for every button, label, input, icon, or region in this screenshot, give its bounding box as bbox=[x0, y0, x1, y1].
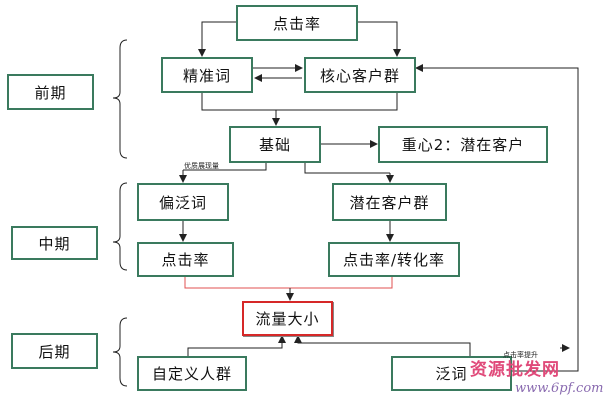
connector-lines bbox=[112, 21, 579, 387]
annotation-quality-score: 优质展现量 bbox=[184, 162, 219, 170]
node-precise-words: 精准词 bbox=[161, 57, 253, 93]
annotation-ctr-boost: 点击率提升 bbox=[503, 351, 538, 359]
node-top-ctr: 点击率 bbox=[236, 5, 358, 41]
watermark-title: 资源批发网 bbox=[470, 360, 560, 380]
node-general-words-label: 泛词 bbox=[435, 365, 468, 383]
arrow-general-to-traffic bbox=[294, 335, 471, 356]
node-broad-words: 偏泛词 bbox=[137, 183, 229, 221]
phase-late-label: 后期 bbox=[38, 342, 71, 361]
node-general-words: 泛词 bbox=[391, 356, 512, 391]
node-broad-words-label: 偏泛词 bbox=[158, 193, 207, 212]
node-traffic-size-label: 流量大小 bbox=[255, 310, 320, 328]
line-foundation-right bbox=[304, 163, 390, 174]
node-custom-group: 自定义人群 bbox=[137, 356, 247, 391]
node-mid-ctr: 点击率 bbox=[137, 242, 234, 277]
arrow-custom-to-traffic bbox=[187, 335, 286, 356]
node-focus2-label: 重心2：潜在客户 bbox=[401, 136, 525, 154]
line-merge-to-foundation bbox=[201, 93, 398, 111]
phase-early-label: 前期 bbox=[34, 83, 67, 102]
node-custom-group-label: 自定义人群 bbox=[151, 365, 232, 383]
arrow-top-to-core bbox=[358, 21, 401, 57]
phase-early: 前期 bbox=[7, 74, 94, 110]
node-core-group-label: 核心客户群 bbox=[319, 66, 400, 85]
node-precise-words-label: 精准词 bbox=[182, 66, 231, 85]
node-focus2: 重心2：潜在客户 bbox=[378, 126, 548, 163]
node-foundation: 基础 bbox=[229, 126, 321, 163]
node-potential-group: 潜在客户群 bbox=[332, 183, 447, 221]
node-top-ctr-label: 点击率 bbox=[272, 14, 321, 33]
node-core-group: 核心客户群 bbox=[304, 57, 416, 93]
phase-middle-label: 中期 bbox=[38, 234, 71, 253]
node-traffic-size: 流量大小 bbox=[242, 301, 333, 336]
node-ctr-conversion-label: 点击率/转化率 bbox=[342, 251, 446, 269]
node-foundation-label: 基础 bbox=[258, 136, 291, 154]
arrow-top-to-precise bbox=[198, 21, 236, 57]
node-mid-ctr-label: 点击率 bbox=[161, 251, 210, 269]
node-potential-group-label: 潜在客户群 bbox=[349, 193, 430, 212]
brace-middle bbox=[112, 182, 128, 271]
phase-late: 后期 bbox=[11, 333, 98, 369]
node-ctr-conversion: 点击率/转化率 bbox=[328, 242, 460, 277]
red-line-merge bbox=[184, 276, 393, 289]
line-foundation-left bbox=[183, 163, 267, 171]
watermark-url: www.6pf.com bbox=[515, 381, 603, 396]
brace-late bbox=[112, 317, 128, 387]
arrow-feedback-loop bbox=[415, 64, 579, 372]
phase-middle: 中期 bbox=[11, 226, 98, 260]
brace-early bbox=[112, 39, 128, 159]
